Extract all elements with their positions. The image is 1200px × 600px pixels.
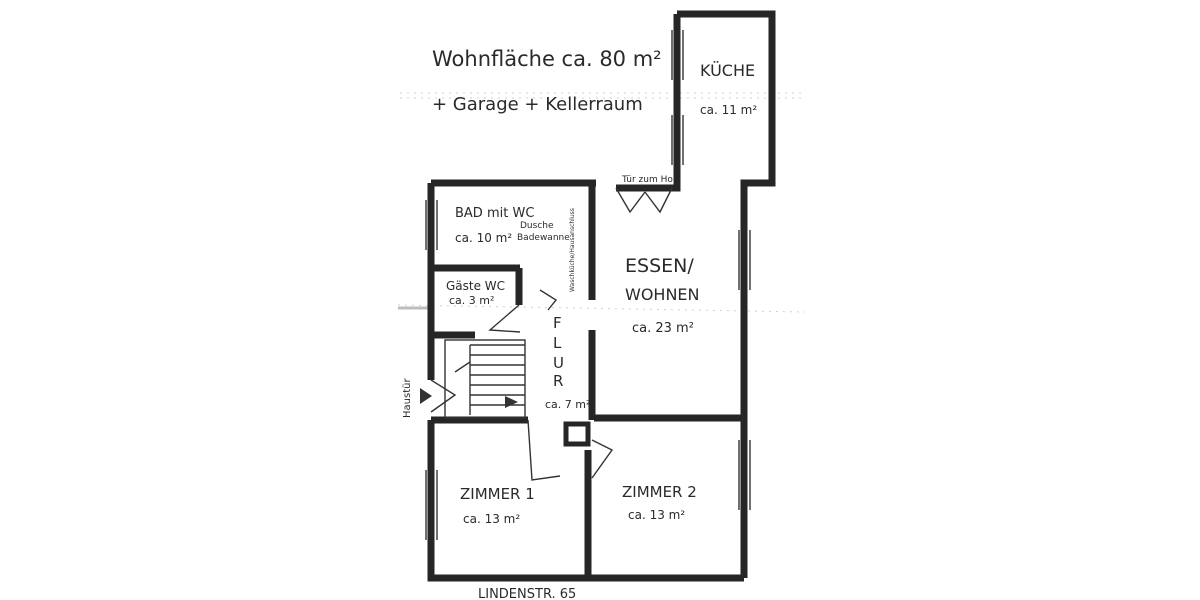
bath-area: ca. 10 m² (455, 231, 512, 245)
guest-wc-area: ca. 3 m² (449, 294, 494, 307)
room-labels: KÜCHE ca. 11 m² BAD mit WC Dusche ca. 10… (446, 61, 757, 526)
scan-lines (397, 92, 806, 313)
room1-area: ca. 13 m² (463, 512, 520, 526)
living-name-line2: WOHNEN (625, 285, 700, 304)
room2-name: ZIMMER 2 (622, 483, 697, 501)
misc-labels: Tür zum Ho Haustür Waschküche/Hausanschl… (402, 175, 673, 600)
room2-area: ca. 13 m² (628, 508, 685, 522)
hall-letter-f: F (553, 314, 562, 332)
hall-letter-r: R (553, 372, 563, 390)
header-notes: Wohnfläche ca. 80 m² + Garage + Kellerra… (432, 47, 662, 115)
staircase (420, 339, 526, 419)
garden-door-label: Tür zum Ho (621, 175, 673, 185)
front-door-label: Haustür (402, 378, 413, 418)
living-area-total: Wohnfläche ca. 80 m² (432, 47, 662, 71)
hall-letter-l: L (553, 334, 562, 352)
room1-name: ZIMMER 1 (460, 485, 535, 503)
bath-note-bottom: Badewanne (517, 233, 570, 243)
extras-note: + Garage + Kellerraum (432, 94, 643, 115)
bath-wall-note: Waschküche/Hausanschluss (569, 208, 576, 292)
door-swings (430, 187, 673, 481)
kitchen-name: KÜCHE (700, 61, 755, 80)
street-label: LINDENSTR. 65 (478, 587, 576, 600)
guest-wc-name: Gäste WC (446, 279, 505, 293)
windows (425, 30, 751, 540)
kitchen-area: ca. 11 m² (700, 103, 757, 117)
bath-name: BAD mit WC (455, 206, 534, 221)
living-area: ca. 23 m² (632, 321, 694, 336)
hall-letter-u: U (553, 354, 564, 372)
hall-area: ca. 7 m² (545, 398, 590, 411)
bath-note-top: Dusche (520, 221, 554, 231)
living-name-line1: ESSEN/ (625, 255, 694, 277)
walls (427, 10, 776, 582)
